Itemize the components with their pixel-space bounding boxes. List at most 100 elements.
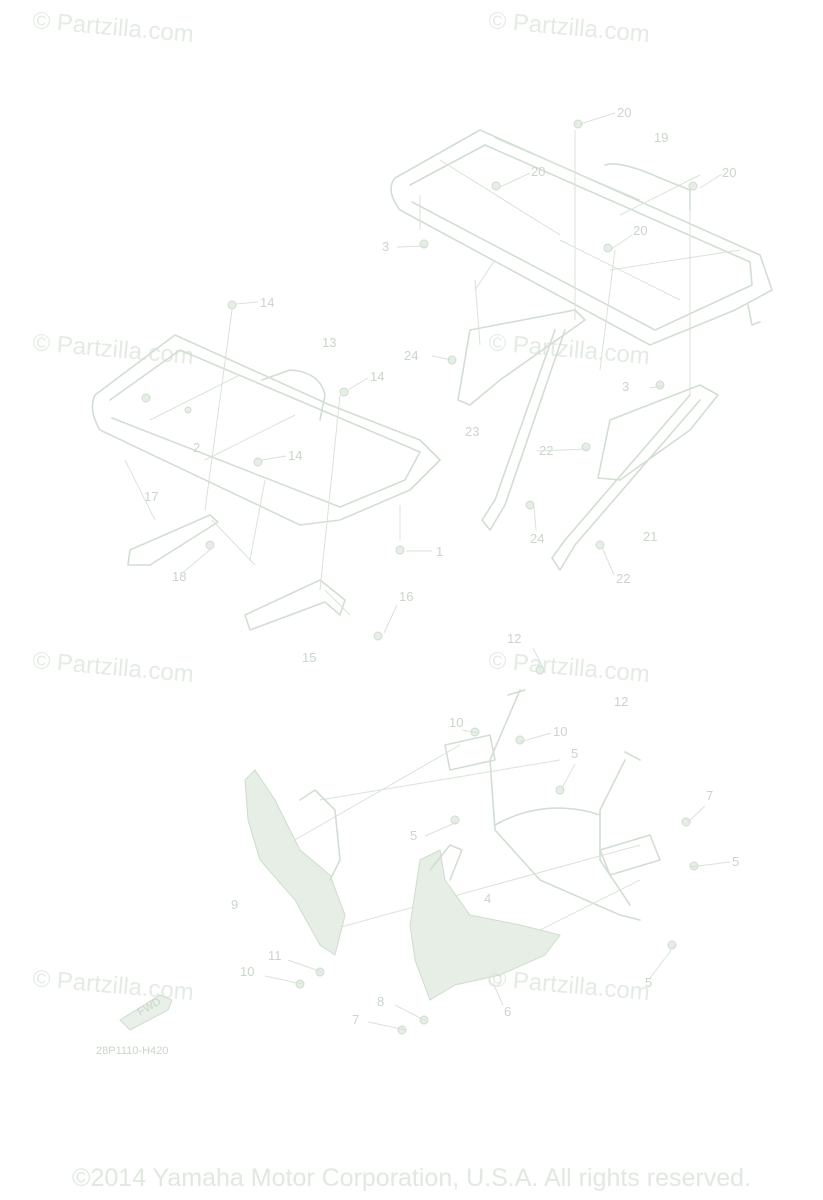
- bolt-icon: [491, 181, 501, 191]
- rear-carrier-hoop: [604, 163, 691, 211]
- callout-number: 20: [722, 165, 736, 180]
- front-carrier-hoop: [261, 369, 326, 421]
- callout-number: 1: [436, 544, 443, 559]
- callout-number: 8: [377, 994, 384, 1009]
- callout-number: 15: [302, 650, 316, 665]
- rear-carrier-assembly: [390, 129, 773, 571]
- callout-number: 24: [530, 531, 544, 546]
- callout-number: 6: [504, 1004, 511, 1019]
- washer-icon: [488, 973, 502, 987]
- bumper-tube: [489, 689, 641, 921]
- watermark: © Partzilla.com: [31, 7, 194, 48]
- rear-bracket-left: [457, 309, 586, 406]
- leader-line: [124, 309, 401, 591]
- guard-6-upright: [429, 844, 463, 881]
- bumper-top-bar: [507, 689, 641, 761]
- rear-carrier-inner-rail: [409, 144, 753, 331]
- bolt-icon: [573, 119, 583, 129]
- bolt-icon: [688, 181, 698, 191]
- callout-number: 5: [645, 975, 652, 990]
- bumper-plate-upper: [444, 734, 496, 771]
- rear-carrier-foot: [747, 304, 761, 326]
- bolt-icon: [339, 387, 349, 397]
- bolt-icon: [373, 631, 383, 641]
- front-carrier-inner-rail: [109, 349, 421, 508]
- callout-number: 7: [352, 1012, 359, 1027]
- callout-leaders: [179, 112, 731, 1031]
- watermark: © Partzilla.com: [487, 7, 650, 48]
- callout-number: 5: [732, 854, 739, 869]
- callout-number: 2: [193, 440, 200, 455]
- callout-number: 5: [571, 746, 578, 761]
- front-carrier-frame: [91, 334, 441, 526]
- bolt-icon: [205, 540, 215, 550]
- bolt-icon: [515, 735, 525, 745]
- callout-number: 14: [370, 369, 384, 384]
- callout-number: 23: [465, 424, 479, 439]
- callout-group: 1 2 3 3 4 5 5 5 5 6 7 7 8 9 10 10 10 11 …: [144, 105, 739, 1027]
- callout-number: 9: [231, 897, 238, 912]
- parts-diagram: © Partzilla.com © Partzilla.com © Partzi…: [31, 7, 773, 1057]
- rear-carrier-crossbar: [439, 137, 741, 301]
- callout-number: 16: [399, 589, 413, 604]
- callout-number: 21: [643, 529, 657, 544]
- washer-icon: [315, 967, 325, 977]
- watermark: © Partzilla.com: [487, 647, 650, 688]
- callout-number: 14: [260, 295, 274, 310]
- callout-number: 7: [706, 788, 713, 803]
- front-bracket-15: [244, 579, 346, 631]
- callout-number: 24: [404, 348, 418, 363]
- callout-number: 13: [322, 335, 336, 350]
- bolt-icon: [253, 457, 263, 467]
- callout-number: 5: [410, 828, 417, 843]
- callout-number: 3: [622, 379, 629, 394]
- callout-number: 17: [144, 489, 158, 504]
- bolt-icon: [419, 239, 429, 249]
- watermark: © Partzilla.com: [31, 647, 194, 688]
- bolt-icon: [581, 442, 591, 452]
- rear-carrier-frame: [390, 129, 773, 346]
- callout-number: 10: [449, 715, 463, 730]
- leader-line: [179, 112, 731, 1031]
- callout-number: 10: [553, 724, 567, 739]
- bolt-icon: [525, 500, 535, 510]
- guard-9: [244, 769, 346, 956]
- front-carrier-assembly: [91, 309, 441, 631]
- bolt-icon: [227, 300, 237, 310]
- bolt-icon: [603, 243, 613, 253]
- front-bracket-connector: [211, 519, 351, 616]
- callout-number: 12: [614, 694, 628, 709]
- callout-number: 20: [633, 223, 647, 238]
- copyright-notice: ©2014 Yamaha Motor Corporation, U.S.A. A…: [72, 1164, 751, 1192]
- bumper-assembly: [244, 689, 661, 1001]
- callout-number: 14: [288, 448, 302, 463]
- callout-number: 22: [616, 571, 630, 586]
- callout-number: 4: [484, 891, 491, 906]
- guard-6: [409, 849, 561, 1001]
- front-carrier-crossbar: [149, 374, 296, 461]
- rear-bracket-right: [597, 384, 719, 481]
- callout-number: 12: [507, 631, 521, 646]
- callout-number: 20: [617, 105, 631, 120]
- bumper-cross-bar: [494, 807, 601, 826]
- watermark: © Partzilla.com: [487, 965, 650, 1006]
- callout-number: 20: [531, 164, 545, 179]
- callout-number: 11: [268, 948, 282, 963]
- leader-line: [419, 130, 691, 395]
- watermark: © Partzilla.com: [487, 329, 650, 370]
- bolt-icon: [655, 380, 665, 390]
- callout-number: 19: [654, 130, 668, 145]
- leader-line: [259, 744, 641, 961]
- guard-9-inner: [299, 789, 341, 881]
- rear-stay-21: [551, 394, 701, 571]
- bolt-icon: [681, 817, 691, 827]
- watermark: © Partzilla.com: [31, 329, 194, 370]
- bolt-icon: [141, 393, 151, 403]
- bolt-icon: [395, 545, 405, 555]
- callout-number: 10: [240, 964, 254, 979]
- rear-stay-23: [481, 329, 566, 531]
- callout-number: 3: [382, 239, 389, 254]
- bolt-icon: [184, 406, 192, 414]
- front-bracket-17: [127, 514, 219, 566]
- fwd-arrow-icon: FWD: [119, 994, 173, 1031]
